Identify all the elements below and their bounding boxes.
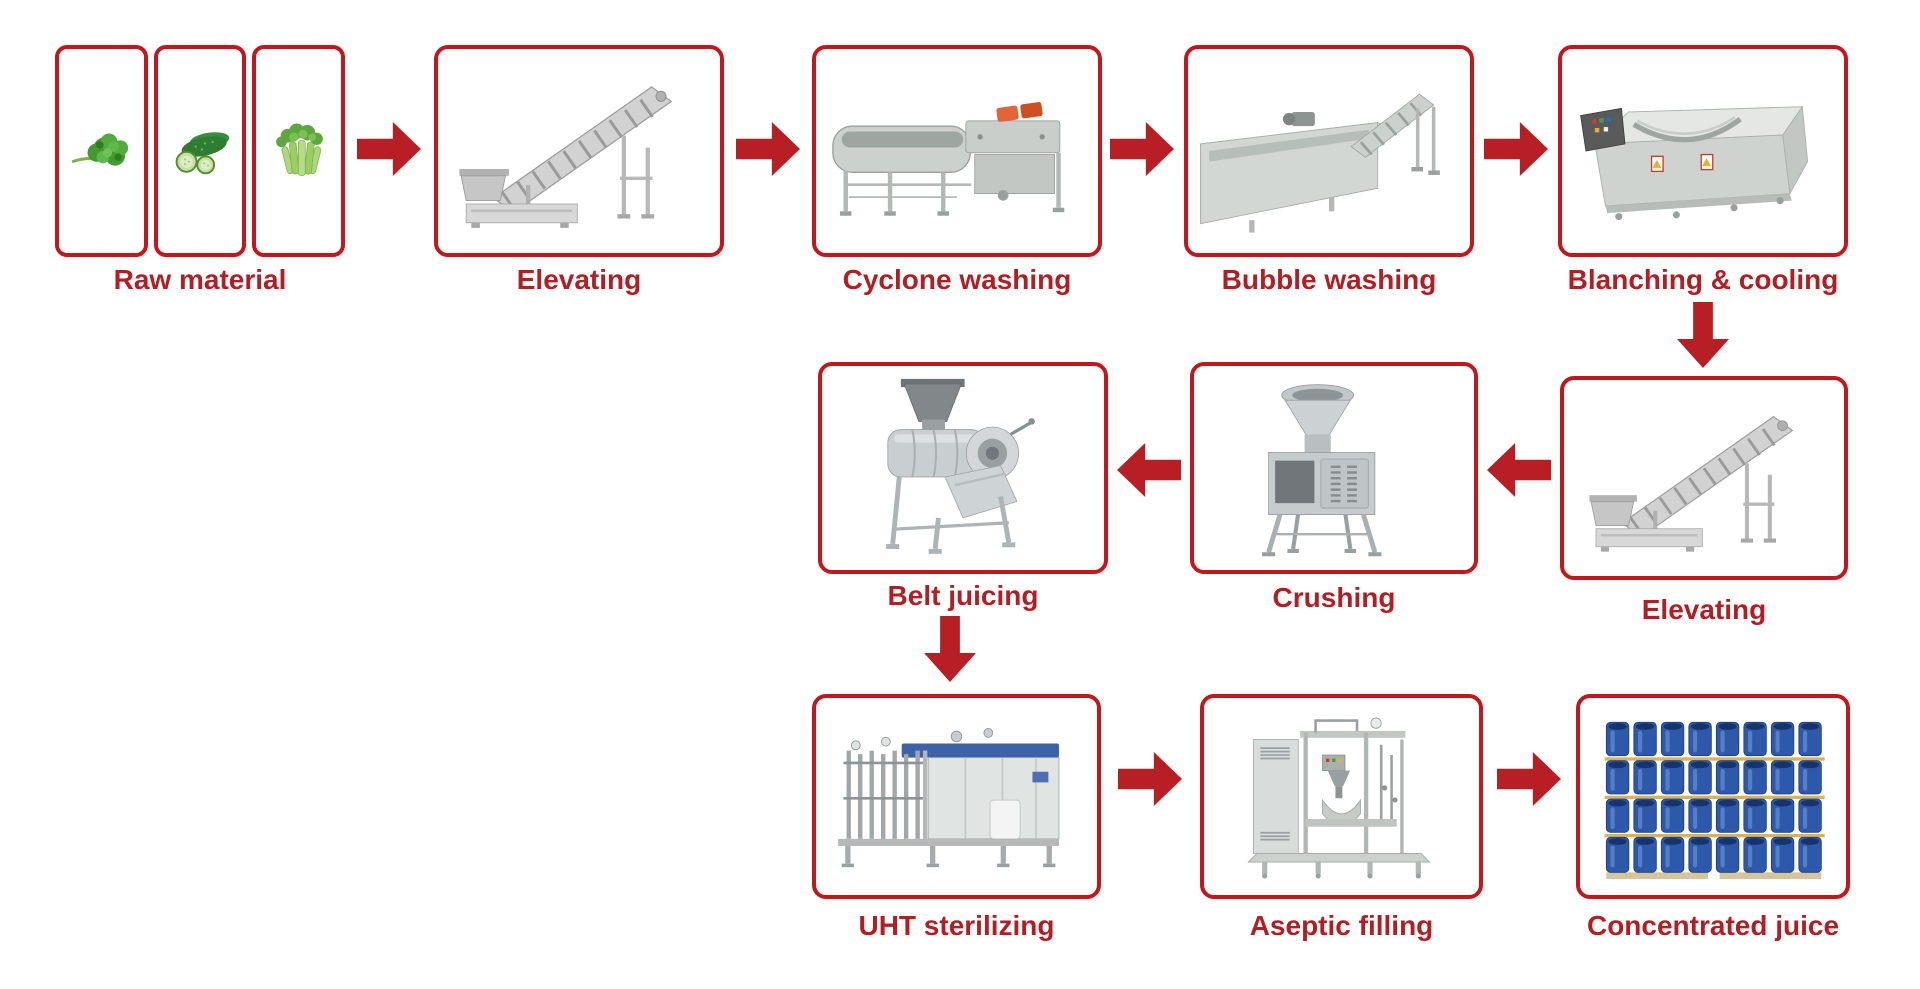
aseptic-filler-machine-image: [1212, 706, 1471, 887]
raw-photo-frame-celery: [252, 45, 346, 257]
crusher-machine-image: [1202, 374, 1466, 562]
flow-arrow-7-left-icon: [1117, 443, 1181, 497]
step-box-crushing: [1190, 362, 1478, 574]
step-box-belt-juicing: [818, 362, 1108, 574]
step-label-elevating-2: Elevating: [1641, 594, 1767, 625]
flow-arrow-4-right-icon: [1484, 122, 1548, 176]
uht-sterilizer-machine-image: [824, 706, 1089, 887]
step-box-elevating-1: [434, 45, 724, 257]
celery-photo: [260, 106, 337, 196]
step-box-cyclone-washing: [812, 45, 1102, 257]
step-box-concentrated-juice: [1576, 694, 1850, 899]
step-label-uht-sterilizing: UHT sterilizing: [858, 910, 1055, 941]
cucumber-photo: [162, 106, 239, 196]
step-box-elevating-2: [1560, 376, 1848, 580]
flow-arrow-8-down-icon: [924, 616, 976, 682]
step-box-aseptic-filling: [1200, 694, 1483, 899]
step-box-bubble-washing: [1184, 45, 1474, 257]
bubble-washer-machine-image: [1196, 57, 1462, 245]
step-label-aseptic-filling: Aseptic filling: [1249, 910, 1434, 941]
step-label-elevating-1: Elevating: [516, 264, 642, 295]
step-box-blanching-cooling: [1558, 45, 1848, 257]
flow-arrow-10-right-icon: [1497, 752, 1561, 806]
step-label-raw-material: Raw material: [113, 264, 287, 295]
flow-arrow-3-right-icon: [1110, 122, 1174, 176]
step-label-cyclone-washing: Cyclone washing: [842, 264, 1072, 295]
step-label-belt-juicing: Belt juicing: [887, 580, 1039, 611]
step-label-bubble-washing: Bubble washing: [1221, 264, 1437, 295]
step-box-raw-material: [55, 45, 346, 257]
step-box-uht-sterilizing: [812, 694, 1101, 899]
flow-arrow-9-right-icon: [1118, 752, 1182, 806]
step-label-concentrated-juice: Concentrated juice: [1586, 910, 1840, 941]
flow-arrow-5-down-icon: [1677, 302, 1729, 368]
blue-drum-stack-photo-image: [1588, 706, 1838, 887]
raw-photo-frame-kale: [55, 45, 148, 257]
flow-arrow-2-right-icon: [736, 122, 800, 176]
inclined-conveyor-image: [446, 57, 712, 245]
step-label-crushing: Crushing: [1272, 582, 1396, 613]
raw-photo-frame-cucumber: [153, 45, 247, 257]
cyclone-washer-machine-image: [824, 57, 1090, 245]
flow-arrow-6-left-icon: [1487, 443, 1551, 497]
inclined-conveyor-image: [1572, 388, 1836, 568]
step-label-blanching-cooling: Blanching & cooling: [1567, 264, 1839, 295]
blanching-machine-image: [1570, 57, 1836, 245]
flow-arrow-1-right-icon: [357, 122, 421, 176]
belt-juicer-machine-image: [830, 374, 1096, 562]
kale-photo: [63, 106, 140, 196]
